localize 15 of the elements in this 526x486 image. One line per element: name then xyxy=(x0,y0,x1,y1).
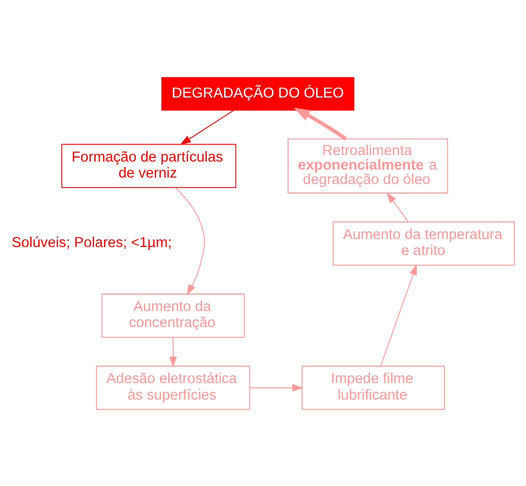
arrow xyxy=(169,336,177,367)
arrow xyxy=(294,107,347,140)
node-box: DEGRADAÇÃO DO ÓLEO xyxy=(161,76,354,110)
arrow xyxy=(386,192,409,222)
node-box: Aumento da concentração xyxy=(101,293,245,338)
node-box: Impede filme lubrificante xyxy=(302,365,445,410)
node-box: Adesão eletrostática às superfícies xyxy=(96,365,250,410)
arrow xyxy=(250,383,304,392)
node-box: Aumento da temperatura e atrito xyxy=(332,220,515,266)
node-label: Solúveis; Polares; <1µm; xyxy=(12,234,172,250)
arrow xyxy=(180,109,234,144)
arrow xyxy=(175,186,205,295)
node-box: Formação de partículas de verniz xyxy=(61,143,236,188)
arrow xyxy=(380,264,417,366)
node-box: Retroalimenta exponencialmente a degradação do óleo xyxy=(288,138,448,193)
